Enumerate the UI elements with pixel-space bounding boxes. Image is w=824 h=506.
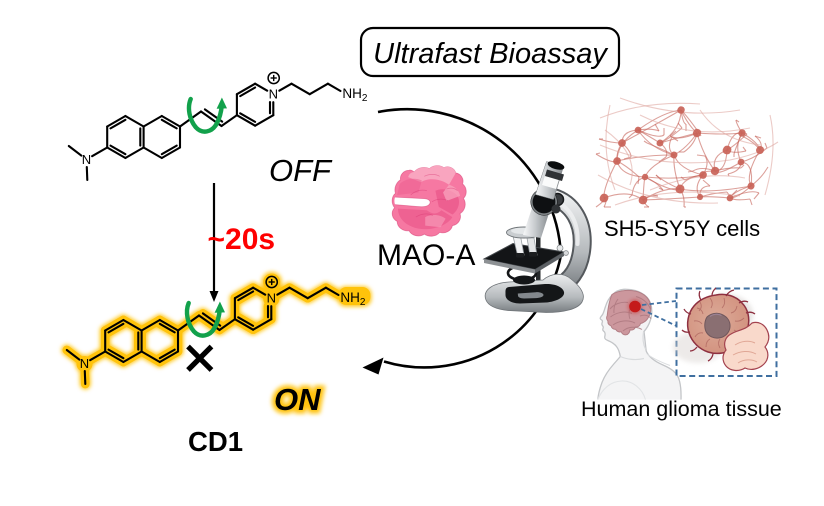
svg-text:ON: ON	[274, 382, 321, 417]
svg-text:N: N	[82, 152, 91, 167]
svg-text:SH5-SY5Y cells: SH5-SY5Y cells	[604, 216, 760, 241]
svg-text:Human glioma tissue: Human glioma tissue	[581, 397, 782, 421]
svg-text:N: N	[80, 356, 89, 371]
svg-text:N: N	[267, 291, 276, 306]
svg-text:NH2: NH2	[342, 86, 368, 104]
svg-text:MAO-A: MAO-A	[377, 239, 475, 272]
svg-text:~20s: ~20s	[208, 223, 276, 256]
svg-text:NH2: NH2	[340, 290, 366, 308]
svg-text:CD1: CD1	[188, 426, 243, 457]
svg-text:ON: ON	[274, 382, 321, 417]
svg-text:Ultrafast Bioassay: Ultrafast Bioassay	[373, 38, 608, 70]
svg-text:N: N	[269, 87, 278, 102]
svg-text:OFF: OFF	[269, 153, 333, 188]
